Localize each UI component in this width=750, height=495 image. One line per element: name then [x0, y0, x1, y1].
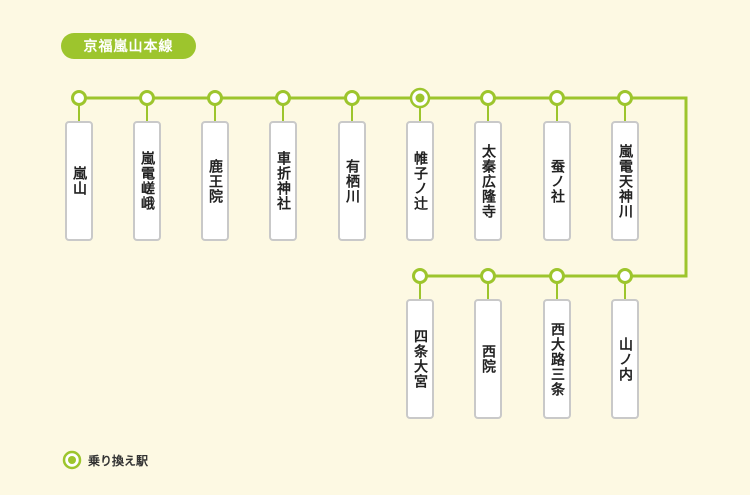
- station-box: 西大路三条: [543, 299, 571, 419]
- station-marker: [71, 90, 87, 106]
- station-name: 山ノ内: [617, 336, 633, 382]
- station-name: 西大路三条: [549, 321, 565, 397]
- station-marker: [344, 90, 360, 106]
- station-box: 蚕ノ社: [543, 121, 571, 241]
- station-marker: [549, 90, 565, 106]
- station-box: 車折神社: [269, 121, 297, 241]
- station-marker: [617, 268, 633, 284]
- station-marker: [412, 268, 428, 284]
- station-name: 有栖川: [344, 158, 360, 204]
- station-marker: [617, 90, 633, 106]
- transfer-station-marker-inner: [415, 93, 425, 103]
- station-marker: [275, 90, 291, 106]
- legend: 乗り換え駅: [62, 450, 148, 470]
- station-name: 蚕ノ社: [549, 158, 565, 204]
- station-name: 鹿王院: [207, 158, 223, 204]
- station-box: 四条大宮: [406, 299, 434, 419]
- station-box: 山ノ内: [611, 299, 639, 419]
- station-box: 有栖川: [338, 121, 366, 241]
- station-box: 帷子ノ辻: [406, 121, 434, 241]
- legend-label: 乗り換え駅: [88, 453, 149, 468]
- station-name: 帷子ノ辻: [412, 151, 428, 211]
- station-name: 西院: [480, 344, 496, 374]
- transfer-station-icon: [62, 450, 82, 470]
- station-box: 西院: [474, 299, 502, 419]
- station-box: 嵐電天神川: [611, 121, 639, 241]
- station-marker: [549, 268, 565, 284]
- station-marker: [207, 90, 223, 106]
- station-name: 嵐電天神川: [617, 143, 633, 219]
- station-name: 車折神社: [275, 151, 291, 211]
- station-name: 太秦広隆寺: [480, 143, 496, 219]
- station-name: 嵐電嵯峨: [139, 151, 155, 211]
- station-box: 太秦広隆寺: [474, 121, 502, 241]
- station-name: 嵐山: [71, 166, 87, 196]
- station-box: 嵐山: [65, 121, 93, 241]
- track-line: [79, 96, 688, 278]
- line-title-badge: 京福嵐山本線: [61, 33, 196, 59]
- station-marker: [480, 90, 496, 106]
- station-box: 鹿王院: [201, 121, 229, 241]
- station-box: 嵐電嵯峨: [133, 121, 161, 241]
- station-marker: [480, 268, 496, 284]
- station-name: 四条大宮: [412, 329, 428, 389]
- station-marker: [139, 90, 155, 106]
- line-title: 京福嵐山本線: [83, 39, 174, 55]
